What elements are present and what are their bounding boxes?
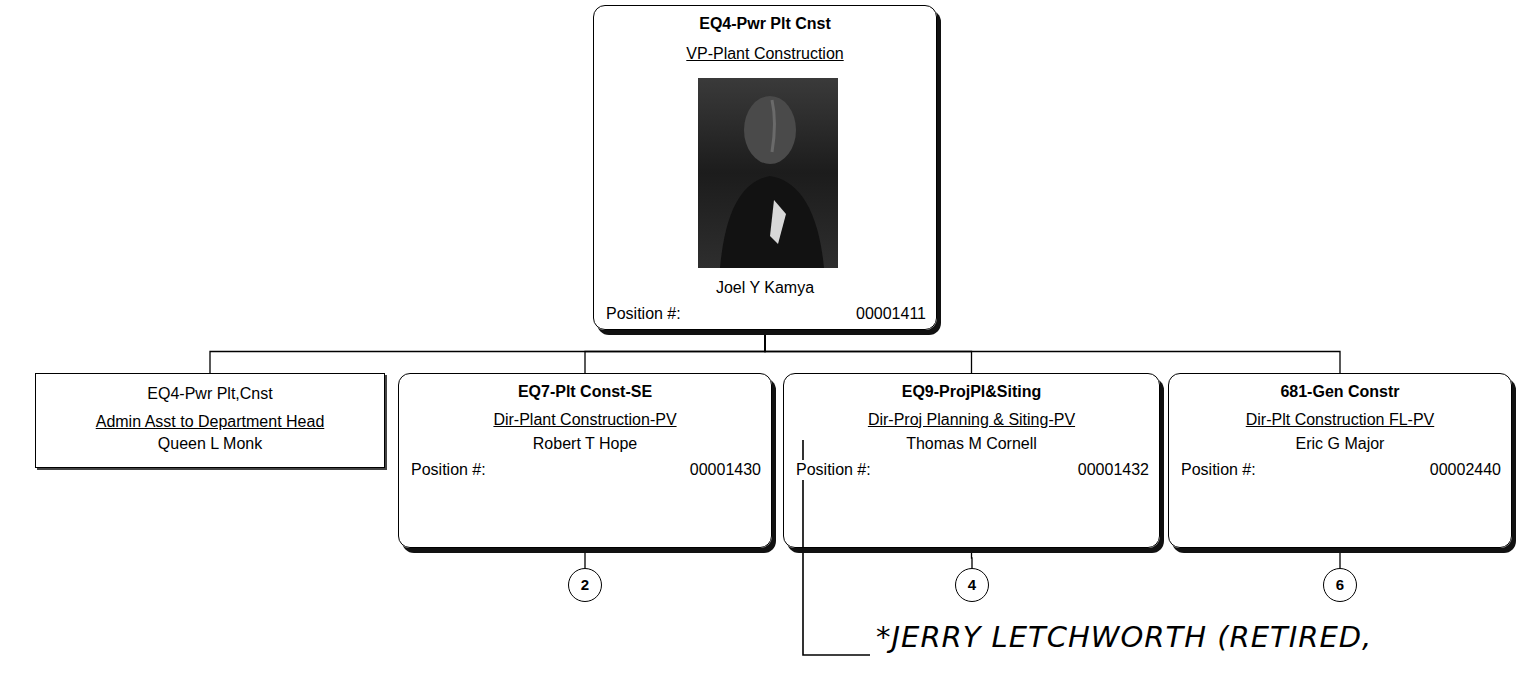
callout-circle: 4 bbox=[955, 568, 989, 602]
staff-box: EQ4-Pwr Plt,CnstAdmin Asst to Department… bbox=[35, 373, 385, 468]
callout-circle: 6 bbox=[1323, 568, 1357, 602]
photo-head bbox=[744, 96, 796, 164]
job-title: Admin Asst to Department Head bbox=[46, 412, 374, 432]
portrait-photo bbox=[698, 78, 838, 268]
reporting-line bbox=[971, 548, 973, 568]
callout-circle: 2 bbox=[568, 568, 602, 602]
person-name: EQ4-Pwr Plt,Cnst bbox=[46, 384, 374, 404]
job-title: Dir-Proj Planning & Siting-PV bbox=[794, 410, 1149, 430]
position-number: 00001411 bbox=[856, 304, 926, 324]
photo-streak bbox=[772, 100, 774, 152]
photo-body bbox=[720, 176, 824, 268]
reporting-line bbox=[765, 330, 1340, 373]
callout-number: 6 bbox=[1324, 575, 1356, 595]
department-code: EQ4-Pwr Plt Cnst bbox=[604, 14, 926, 34]
callout-number: 4 bbox=[956, 575, 988, 595]
position-box: 681-Gen ConstrDir-Plt Construction FL-PV… bbox=[1168, 373, 1512, 548]
person-name: Robert T Hope bbox=[409, 434, 761, 454]
photo-ground bbox=[698, 78, 838, 268]
reporting-line bbox=[1339, 548, 1340, 568]
job-title: Dir-Plt Construction FL-PV bbox=[1179, 410, 1501, 430]
position-label: Position #: bbox=[794, 460, 873, 480]
position-number: 00001432 bbox=[1078, 460, 1149, 480]
department-code: EQ9-ProjPl&Siting bbox=[794, 382, 1149, 402]
position-label: Position #: bbox=[604, 304, 683, 324]
position-number: 00002440 bbox=[1430, 460, 1501, 480]
position-label: Position #: bbox=[409, 460, 488, 480]
position-box: EQ9-ProjPl&SitingDir-Proj Planning & Sit… bbox=[783, 373, 1160, 548]
position-box: EQ7-Plt Const-SE Dir-Plant Construction-P… bbox=[398, 373, 772, 548]
position-label: Position #: bbox=[1179, 460, 1258, 480]
person-name: Queen L Monk bbox=[46, 434, 374, 454]
handwritten-note: *JERRY LETCHWORTH (RETIRED, bbox=[876, 620, 1372, 654]
position-box: EQ4-Pwr Plt CnstVP-Plant ConstructionJoe… bbox=[593, 5, 937, 330]
callout-number: 2 bbox=[569, 575, 601, 595]
person-name: Eric G Major bbox=[1179, 434, 1501, 454]
department-code: EQ7-Plt Const-SE bbox=[409, 382, 761, 402]
reporting-line bbox=[585, 330, 765, 373]
person-name: Joel Y Kamya bbox=[604, 278, 926, 298]
reporting-line bbox=[584, 548, 585, 568]
person-name: Thomas M Cornell bbox=[794, 434, 1149, 454]
department-code: 681-Gen Constr bbox=[1179, 382, 1501, 402]
position-number: 00001430 bbox=[690, 460, 761, 480]
reporting-line bbox=[210, 330, 765, 373]
job-title: Dir-Plant Construction-PV bbox=[409, 410, 761, 430]
photo-highlight bbox=[770, 200, 786, 244]
job-title: VP-Plant Construction bbox=[604, 44, 926, 64]
